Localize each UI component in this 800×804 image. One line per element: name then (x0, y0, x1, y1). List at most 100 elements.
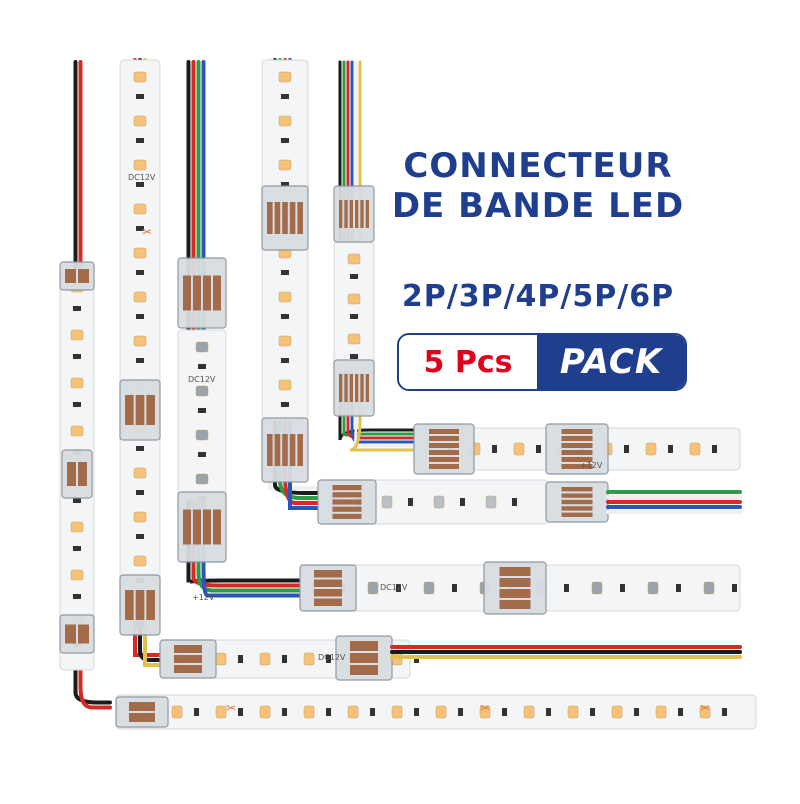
contact (274, 202, 281, 234)
contact (314, 579, 342, 587)
contact (332, 485, 362, 491)
resistor (546, 708, 551, 716)
led-chip-icon (303, 652, 315, 666)
resistor (194, 708, 199, 716)
resistor (350, 314, 358, 319)
led-chip-icon (689, 442, 701, 456)
contact (365, 200, 369, 228)
scissors-icon: ✂ (480, 701, 490, 715)
resistor (536, 445, 541, 453)
contact (339, 200, 343, 228)
resistor (722, 708, 727, 716)
led-chip-icon (699, 705, 711, 719)
contact (289, 434, 296, 466)
contact (203, 275, 211, 311)
led-chip-icon (133, 71, 147, 83)
led-chip-icon (423, 581, 435, 595)
resistor (408, 498, 413, 506)
wire (201, 60, 302, 598)
contact (174, 665, 202, 673)
contact (344, 200, 348, 228)
scissors-icon: ✂ (700, 701, 710, 715)
contact (332, 513, 362, 519)
led-chip-icon (347, 333, 361, 345)
led-chip-icon (215, 652, 227, 666)
resistor (136, 490, 144, 495)
contact (297, 202, 303, 234)
contact (78, 269, 89, 283)
resistor (136, 358, 144, 363)
resistor (136, 138, 144, 143)
resistor (282, 655, 287, 663)
resistor (712, 445, 717, 453)
resistor (350, 354, 358, 359)
resistor (452, 584, 457, 592)
resistor (198, 452, 206, 457)
led-chip-icon (70, 377, 84, 389)
contact (355, 200, 359, 228)
contact (282, 434, 288, 466)
contact (344, 374, 348, 402)
led-chip-icon (703, 581, 715, 595)
resistor (460, 498, 465, 506)
led-chip-icon (347, 253, 361, 265)
contact (125, 395, 134, 425)
led-chip-icon (278, 115, 292, 127)
contact (78, 624, 89, 644)
resistor (136, 314, 144, 319)
resistor (73, 402, 81, 407)
pack-count: 5 Pcs (399, 335, 537, 389)
contact (561, 487, 593, 492)
contact (561, 493, 593, 498)
led-chip-icon (195, 385, 209, 397)
contact (561, 443, 593, 448)
contact (183, 509, 191, 545)
resistor (676, 584, 681, 592)
contact (561, 464, 593, 469)
contact (350, 665, 378, 675)
strip-voltage-label: DC12V (380, 583, 408, 592)
led-chip-icon (195, 341, 209, 353)
contact (146, 590, 155, 620)
contact (339, 374, 343, 402)
led-chip-icon (259, 652, 271, 666)
contact (429, 443, 459, 448)
contact (267, 202, 273, 234)
led-chip-icon (259, 705, 271, 719)
resistor (282, 708, 287, 716)
contact (282, 202, 288, 234)
resistor (136, 94, 144, 99)
contact (135, 590, 145, 620)
led-chip-icon (381, 495, 393, 509)
resistor (732, 584, 737, 592)
contact (350, 653, 378, 663)
led-chip-icon (645, 442, 657, 456)
strip-voltage-label: DC12V (128, 173, 156, 182)
contact (213, 509, 221, 545)
led-chip-icon (567, 705, 579, 719)
contact (332, 506, 362, 512)
contact (561, 457, 593, 462)
contact (561, 450, 593, 455)
led-chip-icon (347, 293, 361, 305)
connector-clip-icon (333, 185, 375, 243)
resistor (73, 498, 81, 503)
led-chip-icon (133, 467, 147, 479)
strip-voltage-label: +12V (580, 461, 603, 470)
led-chip-icon (70, 425, 84, 437)
strip-voltage-label: DC12V (188, 375, 216, 384)
led-chip-icon (70, 569, 84, 581)
contact (67, 462, 76, 486)
contact (65, 624, 76, 644)
contact (360, 374, 364, 402)
contact (355, 374, 359, 402)
resistor (73, 354, 81, 359)
led-chip-icon (133, 115, 147, 127)
resistor (414, 708, 419, 716)
wire (349, 60, 422, 452)
resistor (238, 708, 243, 716)
resistor (678, 708, 683, 716)
led-chip-icon (70, 329, 84, 341)
contact (499, 567, 531, 576)
